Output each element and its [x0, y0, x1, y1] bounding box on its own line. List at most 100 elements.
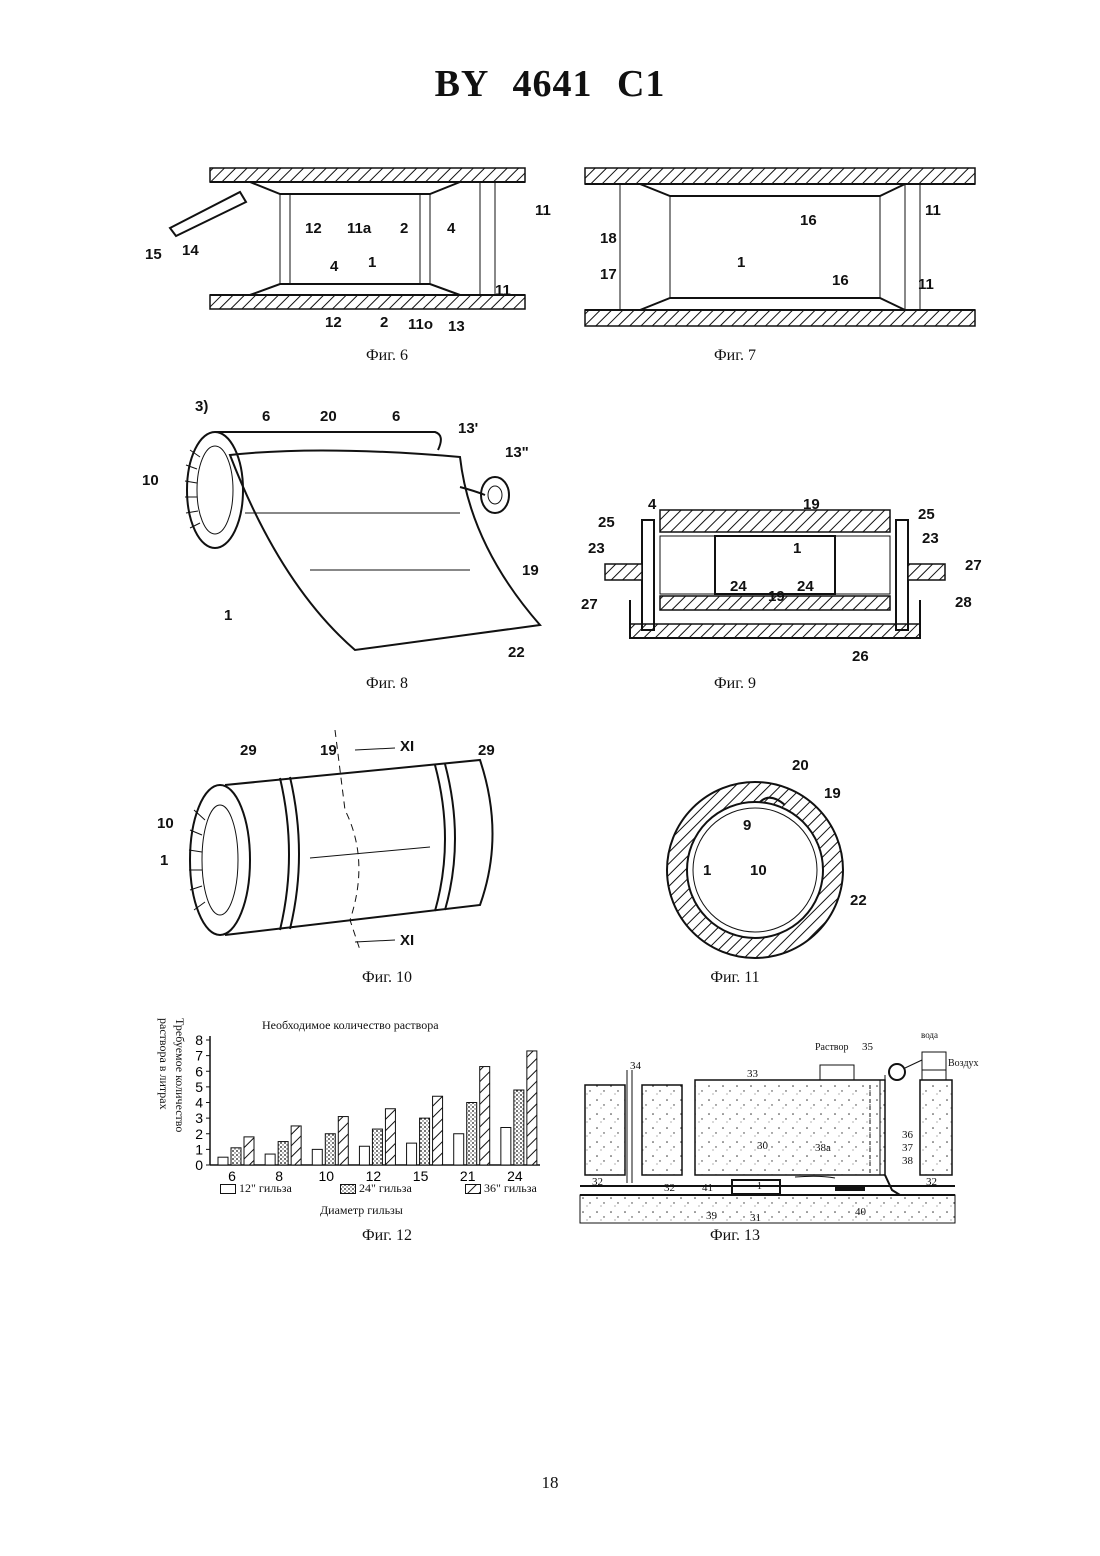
fig6-label: 13	[448, 318, 465, 335]
figure-12-caption: Фиг. 12	[327, 1227, 447, 1245]
chart-ytick-label: 3	[195, 1110, 203, 1126]
fig13-label: Раствор	[815, 1042, 848, 1053]
fig6-label: 4	[330, 258, 338, 275]
chart-bar	[312, 1149, 322, 1165]
legend-swatch	[465, 1184, 481, 1194]
chart-ytick-label: 2	[195, 1126, 203, 1142]
fig10-label: 1	[160, 852, 168, 869]
fig9-label: 25	[918, 506, 935, 523]
fig10-label: XI	[400, 932, 414, 949]
fig9-label: 24	[730, 578, 747, 595]
chart-bar	[501, 1128, 511, 1166]
fig6-label: 11a	[347, 220, 371, 237]
fig9-label: 1	[793, 540, 801, 557]
figure-13-caption: Фиг. 13	[675, 1227, 795, 1245]
fig9-label: 23	[588, 540, 605, 557]
chart-ytick-label: 0	[195, 1157, 203, 1173]
fig9-label: 19	[803, 496, 820, 513]
chart-bar	[265, 1154, 275, 1165]
fig10-label: XI	[400, 738, 414, 755]
chart-ytick-label: 4	[195, 1095, 203, 1111]
fig13-label: 38a	[815, 1142, 831, 1154]
figure-6-caption: Фиг. 6	[327, 347, 447, 365]
figure-10-caption: Фиг. 10	[327, 969, 447, 987]
fig10-label: 29	[240, 742, 257, 759]
fig13-label: 37	[902, 1142, 913, 1154]
chart-bar	[231, 1148, 241, 1165]
chart-xlabel: Диаметр гильзы	[320, 1203, 403, 1218]
fig7-label: 11	[918, 276, 934, 293]
fig13-label: 36	[902, 1129, 913, 1141]
fig13-label: 32	[664, 1182, 675, 1194]
fig13-label: 32	[926, 1176, 937, 1188]
fig6-label: 12	[325, 314, 342, 331]
chart-ytick-label: 8	[195, 1032, 203, 1048]
fig6-label: 12	[305, 220, 322, 237]
chart-bar	[218, 1157, 228, 1165]
fig8-label: 10	[142, 472, 159, 489]
fig13-label: 40	[855, 1206, 866, 1218]
fig13-label: 33	[747, 1068, 758, 1080]
fig6-label: 2	[400, 220, 408, 237]
chart-bar	[372, 1129, 382, 1165]
fig9-label: 25	[598, 514, 615, 531]
fig7-label: 18	[600, 230, 617, 247]
fig8-label: 1	[224, 607, 232, 624]
fig11-label: 1	[703, 862, 711, 879]
fig9-label: 27	[965, 557, 982, 574]
fig7-label: 16	[832, 272, 849, 289]
figure-8-caption: Фиг. 8	[327, 675, 447, 693]
fig6-label: 11	[495, 282, 511, 299]
legend-swatch	[340, 1184, 356, 1194]
fig9-label: 27	[581, 596, 598, 613]
chart-bar	[359, 1146, 369, 1165]
fig6-label: 15	[145, 246, 162, 263]
chart-ytick-label: 6	[195, 1063, 203, 1079]
figure-11-caption: Фиг. 11	[675, 969, 795, 987]
fig9-label: 28	[955, 594, 972, 611]
legend-swatch	[220, 1184, 236, 1194]
figure-9-caption: Фиг. 9	[675, 675, 795, 693]
fig6-label: 2	[380, 314, 388, 331]
chart-bar	[278, 1142, 288, 1165]
fig13-label: 39	[706, 1210, 717, 1222]
chart-bar	[467, 1103, 477, 1166]
fig9-label: 26	[852, 648, 869, 665]
legend-item: 12" гильза	[220, 1181, 292, 1196]
fig13-label: 41	[702, 1182, 713, 1194]
fig8-label: 13"	[505, 444, 529, 461]
fig13-label: 30	[757, 1140, 768, 1152]
chart-ytick-label: 7	[195, 1048, 203, 1064]
chart-bar	[454, 1134, 464, 1165]
fig8-label: 20	[320, 408, 337, 425]
chart-bar	[407, 1143, 417, 1165]
fig13-label: 1	[757, 1181, 762, 1192]
fig10-label: 29	[478, 742, 495, 759]
fig6-label: 1	[368, 254, 376, 271]
fig7-label: 11	[925, 202, 941, 219]
fig11-label: 10	[750, 862, 767, 879]
fig8-label: 22	[508, 644, 525, 661]
fig11-label: 19	[824, 785, 841, 802]
legend-label: 12" гильза	[239, 1181, 292, 1195]
fig8-label: 3)	[195, 398, 208, 415]
fig9-label: 24	[797, 578, 814, 595]
chart-legend: 12" гильза 24" гильза 36" гильза	[220, 1181, 560, 1201]
fig6-label: 11o	[408, 316, 433, 333]
document-title: BY 4641 C1	[0, 62, 1100, 106]
page-number: 18	[0, 1473, 1100, 1493]
chart-bar	[514, 1090, 524, 1165]
fig8-label: 19	[522, 562, 539, 579]
legend-label: 36" гильза	[484, 1181, 537, 1195]
legend-label: 24" гильза	[359, 1181, 412, 1195]
figure-9-drawing	[600, 500, 930, 650]
chart-ytick-label: 5	[195, 1079, 203, 1095]
figure-10-drawing	[180, 720, 510, 960]
fig13-label: Воздух	[948, 1058, 979, 1069]
figure-7-drawing	[580, 160, 980, 335]
chart-bar	[244, 1137, 254, 1165]
chart-bar	[325, 1134, 335, 1165]
fig13-label: 31	[750, 1212, 761, 1224]
fig7-label: 17	[600, 266, 617, 283]
legend-item: 24" гильза	[340, 1181, 412, 1196]
